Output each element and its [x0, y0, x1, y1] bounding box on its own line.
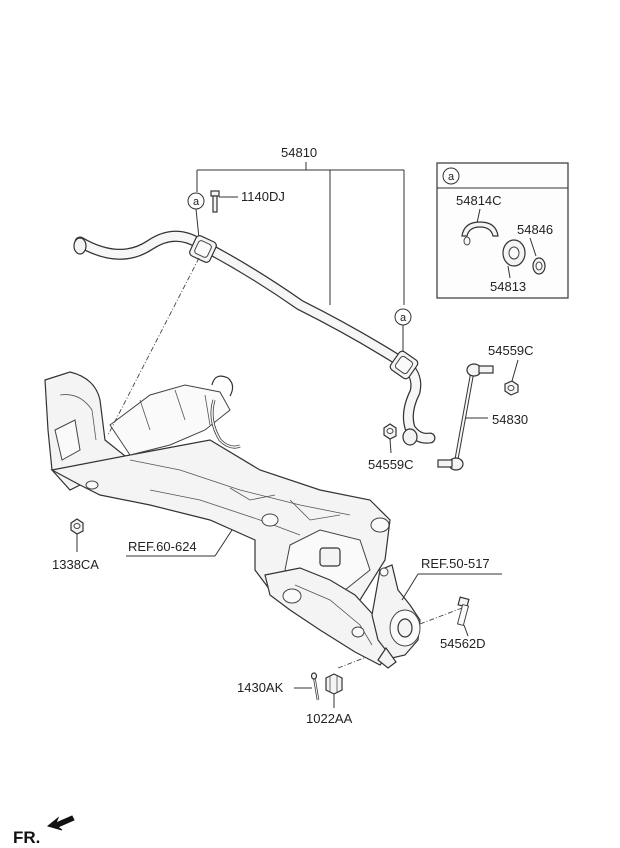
label-54846: 54846: [517, 222, 553, 237]
castle-nut-1022aa: 1022AA: [306, 673, 353, 726]
label-54814c: 54814C: [456, 193, 502, 208]
callout-a-right-letter: a: [400, 312, 407, 324]
label-54559c-top: 54559C: [488, 343, 534, 358]
detail-box-frame: [436, 162, 569, 299]
knuckle: [371, 564, 421, 669]
label-1338ca: 1338CA: [52, 557, 99, 572]
front-indicator: FR.: [13, 815, 75, 847]
detail-box: a 54814C 54846 54813: [436, 162, 569, 299]
label-1430ak: 1430AK: [237, 680, 284, 695]
front-arrow-icon: [46, 815, 75, 831]
callout-a-left-letter: a: [193, 196, 200, 208]
alignment-lines: [107, 257, 463, 669]
label-54562d: 54562D: [440, 636, 486, 651]
label-1022aa: 1022AA: [306, 711, 353, 726]
stabilizer-bar: [73, 230, 436, 446]
nut-54559c-bottom: 54559C: [368, 423, 414, 472]
detail-box-callout-letter: a: [448, 171, 455, 183]
callout-a-right: a: [394, 308, 412, 352]
crossmember: [44, 371, 391, 611]
cotter-pin-1430ak: 1430AK: [237, 672, 320, 701]
label-54830: 54830: [492, 412, 528, 427]
label-54813: 54813: [490, 279, 526, 294]
bolt-1140dj: 1140DJ: [210, 189, 285, 213]
label-1140dj: 1140DJ: [241, 189, 285, 204]
nut-54559c-top: 54559C: [488, 343, 534, 396]
label-54810: 54810: [281, 145, 317, 160]
ref-50-517-label: REF.50-517: [421, 556, 490, 571]
detail-box-callout: [442, 167, 460, 185]
stabilizer-link: 54830: [437, 363, 528, 471]
ref-50-517: REF.50-517: [401, 556, 502, 601]
ref-60-624: REF.60-624: [126, 529, 233, 557]
callout-a-left: a: [187, 192, 205, 239]
nut-1338ca: 1338CA: [52, 518, 99, 572]
bushing-clamp-part: [461, 221, 499, 237]
label-54559c-bottom: 54559C: [368, 457, 414, 472]
stabilizer-bar-leaders: 54810: [196, 145, 405, 305]
front-indicator-label: FR.: [13, 828, 40, 847]
bolt-54562d: 54562D: [440, 596, 486, 651]
ref-60-624-label: REF.60-624: [128, 539, 197, 554]
